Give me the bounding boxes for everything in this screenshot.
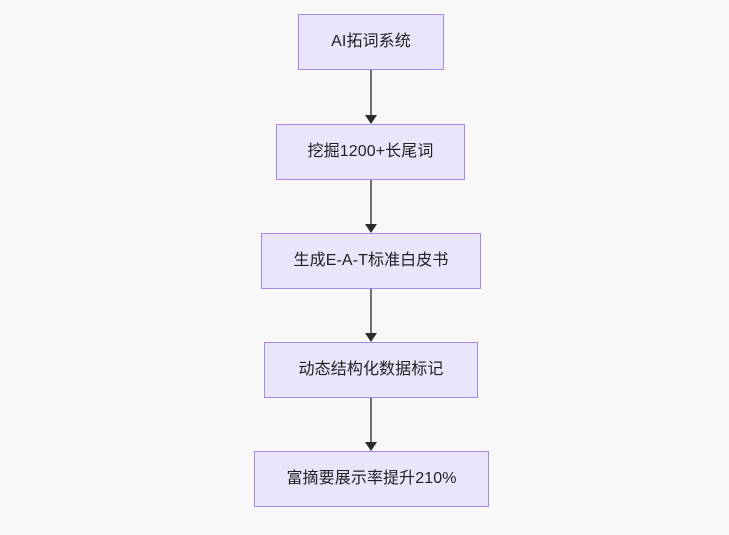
flowchart-node-label: 动态结构化数据标记 [298,361,444,378]
arrow-down-icon [365,333,377,342]
flowchart-edge-n1-n2 [370,180,372,225]
flowchart-edge-n0-n1 [370,70,372,116]
flowchart-node-label: 挖掘1200+长尾词 [307,143,434,160]
flowchart-node-n2[interactable]: 生成E-A-T标准白皮书 [261,233,481,289]
flowchart-node-n1[interactable]: 挖掘1200+长尾词 [276,124,465,180]
flowchart-node-n4[interactable]: 富摘要展示率提升210% [254,451,489,507]
arrow-down-icon [365,442,377,451]
flowchart-edge-n2-n3 [370,289,372,334]
flowchart-node-label: AI拓词系统 [331,33,411,50]
flowchart-node-label: 生成E-A-T标准白皮书 [293,252,449,269]
flowchart-node-label: 富摘要展示率提升210% [286,470,457,487]
flowchart-edge-n3-n4 [370,398,372,443]
flowchart-node-n0[interactable]: AI拓词系统 [298,14,444,70]
arrow-down-icon [365,224,377,233]
arrow-down-icon [365,115,377,124]
flowchart-node-n3[interactable]: 动态结构化数据标记 [264,342,478,398]
